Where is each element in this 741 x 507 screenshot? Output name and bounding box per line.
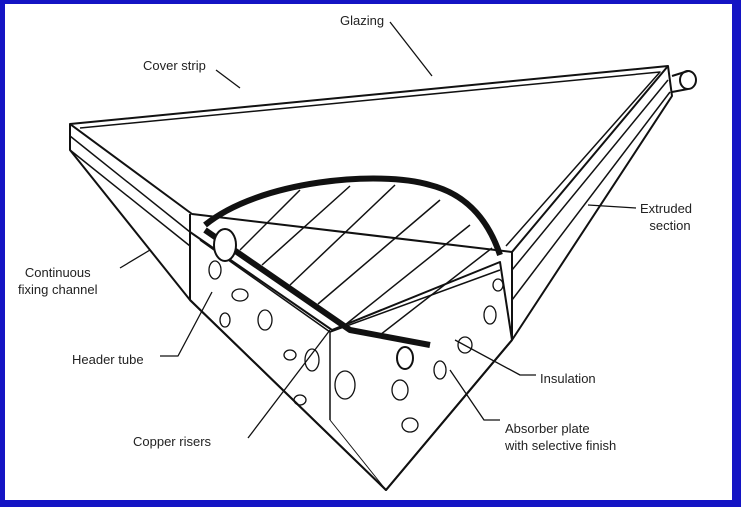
leader-lines — [119, 21, 637, 439]
label-extruded-line2: section — [649, 218, 691, 233]
label-fixing-line1: Continuous — [24, 265, 91, 280]
label-extruded-line1: Extruded — [640, 201, 693, 216]
label-copper-risers: Copper risers — [133, 434, 212, 449]
header-tube-end — [213, 228, 237, 262]
label-insulation: Insulation — [540, 371, 596, 386]
label-cover-strip: Cover strip — [143, 58, 206, 73]
label-absorber-line1: Absorber plate — [505, 421, 590, 436]
glazing-surface — [69, 65, 669, 253]
label-header-tube: Header tube — [72, 352, 144, 367]
label-fixing-line2: fixing channel — [18, 282, 98, 297]
label-extruded-section: Extruded section — [640, 200, 692, 234]
diagram-canvas: Glazing Cover strip Extruded section Con… — [5, 4, 732, 500]
label-glazing: Glazing — [340, 13, 385, 28]
absorber-curve — [203, 175, 503, 256]
label-absorber-line2: with selective finish — [505, 438, 617, 453]
copper-risers — [239, 184, 493, 336]
frame-right-side — [511, 65, 673, 341]
insulation-blobs — [208, 260, 504, 433]
label-fixing-channel: Continuous fixing channel — [18, 264, 98, 298]
solar-collector-drawing — [69, 21, 697, 491]
label-absorber-plate: Absorber plate with selective finish — [505, 420, 616, 454]
